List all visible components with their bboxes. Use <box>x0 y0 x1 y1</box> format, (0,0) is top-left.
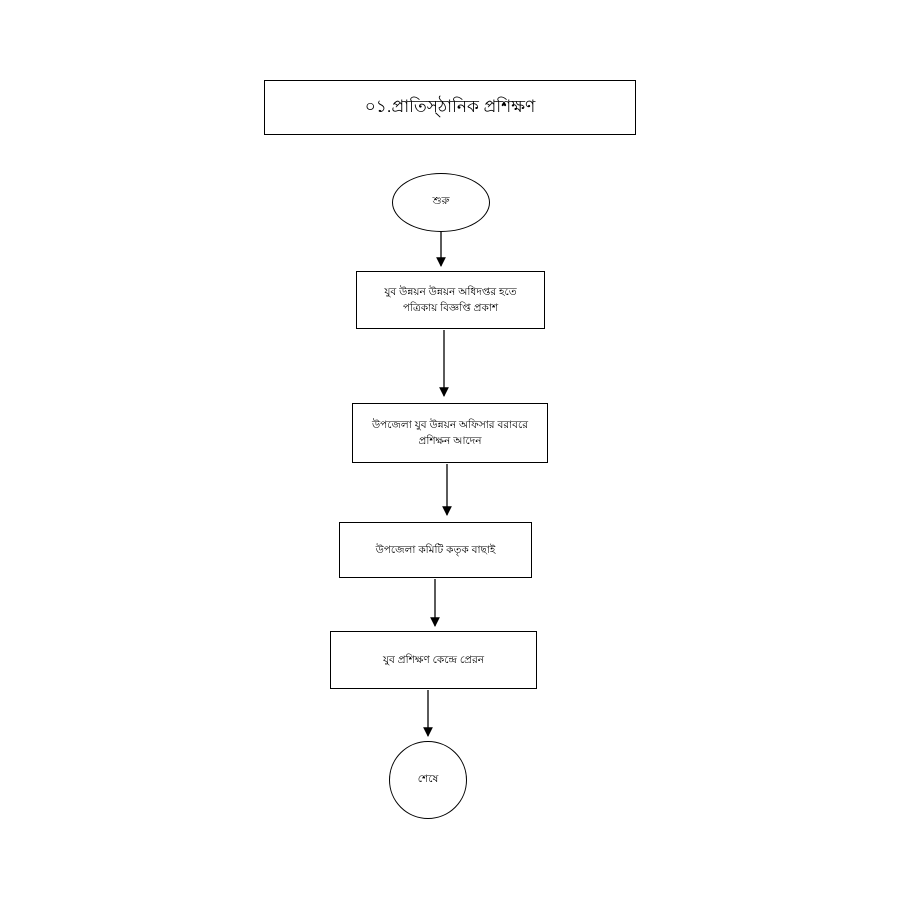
diagram-title-label: ০১.প্রাতিস্ঠানিক প্রশিক্ষণ <box>364 96 536 116</box>
process-step-3: উপজেলা কমিটি কতৃক বাছাই <box>339 522 532 578</box>
process-step-1: যুব উন্নয়ন উন্নয়ন অধিদপ্তর হতে পত্রিকা… <box>356 271 545 329</box>
start-node: শুরু <box>392 173 490 232</box>
start-node-label: শুরু <box>432 195 450 207</box>
process-step-2: উপজেলা যুব উন্নয়ন অফিসার বরাবরে প্রশিক্… <box>352 403 548 463</box>
process-step-2-label: উপজেলা যুব উন্নয়ন অফিসার বরাবরে প্রশিক্… <box>371 418 528 447</box>
process-step-4: যুব প্রশিক্ষণ কেন্দ্রে প্রেরন <box>330 631 537 689</box>
process-step-3-label: উপজেলা কমিটি কতৃক বাছাই <box>375 543 496 556</box>
diagram-title-box: ০১.প্রাতিস্ঠানিক প্রশিক্ষণ <box>264 80 636 135</box>
end-node: শেষে <box>389 741 467 819</box>
process-step-4-label: যুব প্রশিক্ষণ কেন্দ্রে প্রেরন <box>382 653 484 666</box>
process-step-1-label: যুব উন্নয়ন উন্নয়ন অধিদপ্তর হতে পত্রিকা… <box>384 285 517 314</box>
end-node-label: শেষে <box>417 772 439 785</box>
